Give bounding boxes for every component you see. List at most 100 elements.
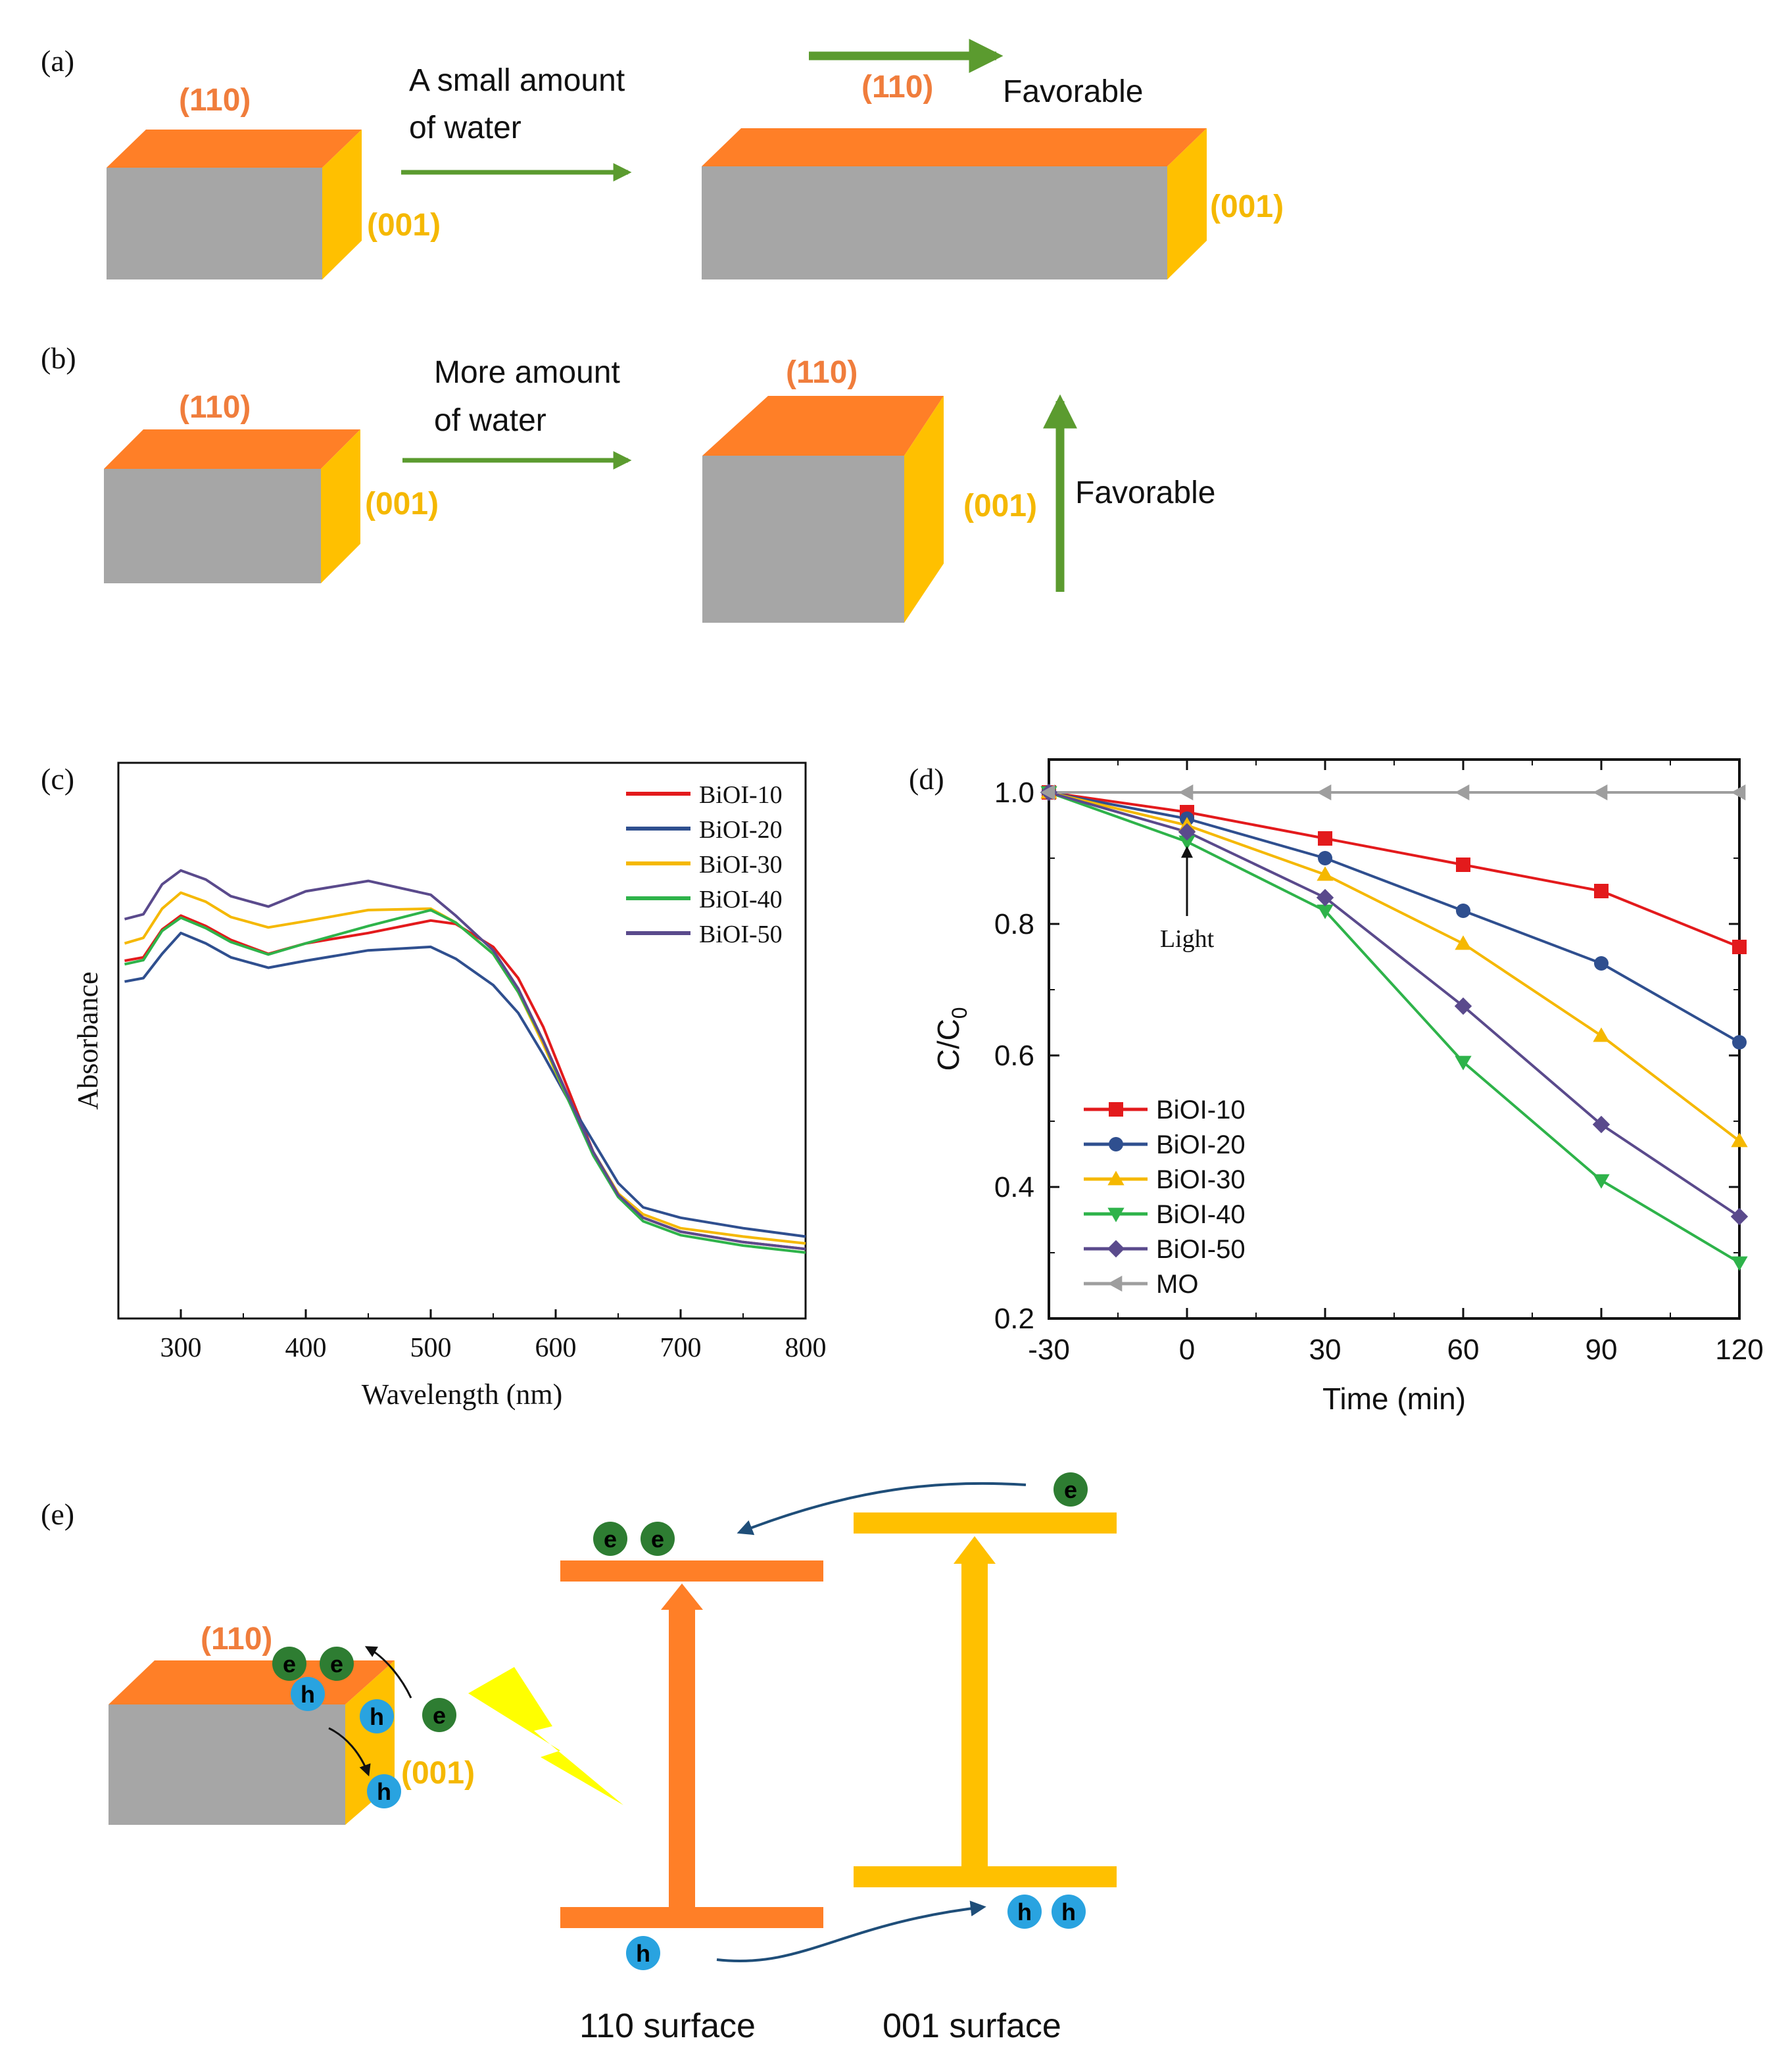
- data-point: [1455, 935, 1472, 950]
- panel-b-letter: (b): [41, 341, 76, 375]
- hole: h: [367, 1774, 401, 1808]
- valence-band-110: [560, 1907, 823, 1928]
- y-tick-label: 0.6: [994, 1040, 1034, 1072]
- side-face: [321, 429, 360, 583]
- electron-label: e: [651, 1526, 664, 1553]
- x-tick-label: 60: [1447, 1334, 1480, 1366]
- x-tick-label: 30: [1309, 1334, 1342, 1366]
- conduction-band-001: [854, 1512, 1117, 1534]
- series-line-bioi-50: [1048, 791, 1741, 1218]
- panel-e-crystal: [109, 1660, 395, 1825]
- panel-a: (a) (110) (001) A small amount of water …: [41, 39, 1284, 279]
- panel-b-arrow-text-2: of water: [434, 403, 546, 438]
- hole-label: h: [301, 1681, 315, 1708]
- data-point: [1594, 884, 1609, 898]
- legend-label: BiOI-10: [1156, 1096, 1246, 1124]
- x-tick-label: 0: [1179, 1334, 1195, 1366]
- band-001: [854, 1512, 1117, 1887]
- data-point: [1316, 888, 1334, 907]
- hole-label: h: [1017, 1898, 1032, 1925]
- electron-label: e: [283, 1651, 296, 1678]
- excitation-arrow-001-shaft: [961, 1562, 988, 1866]
- x-tick-label: 120: [1715, 1334, 1763, 1366]
- data-point: [1593, 1027, 1610, 1042]
- legend-label: BiOI-20: [1156, 1130, 1246, 1159]
- panel-e: (e) (110) (001) e e h h h e: [41, 1472, 1117, 2045]
- y-axis-label: C/C0: [931, 1007, 971, 1071]
- data-point: [1592, 1115, 1610, 1134]
- front-face: [702, 166, 1167, 279]
- top-face: [702, 396, 944, 456]
- side-face: [904, 396, 944, 623]
- panel-a-left-top-label: (110): [179, 83, 251, 118]
- data-point: [1109, 1137, 1123, 1151]
- x-tick-label: -30: [1028, 1334, 1070, 1366]
- panel-e-letter: (e): [41, 1497, 74, 1531]
- data-point: [1731, 1256, 1748, 1271]
- front-face: [107, 168, 322, 279]
- electron: e: [272, 1647, 306, 1681]
- data-point: [1107, 1240, 1125, 1258]
- data-point: [1317, 904, 1334, 919]
- side-face: [322, 130, 362, 279]
- valence-band-001: [854, 1866, 1117, 1887]
- data-point: [1594, 956, 1609, 971]
- hole: h: [291, 1677, 325, 1711]
- hole: h: [1052, 1895, 1086, 1929]
- legend-label: BiOI-40: [699, 886, 783, 913]
- data-point: [1107, 1171, 1125, 1186]
- x-tick-label: 400: [285, 1333, 327, 1363]
- conduction-band-110: [560, 1560, 823, 1582]
- data-point: [1107, 1207, 1125, 1222]
- data-point: [1456, 858, 1470, 872]
- panel-e-top-label: (110): [201, 1622, 272, 1656]
- hole: h: [1007, 1895, 1042, 1929]
- x-tick-label: 800: [785, 1333, 827, 1363]
- excitation-arrow-110-head: [661, 1584, 703, 1610]
- top-face: [104, 429, 360, 469]
- panel-e-side-label: (001): [401, 1756, 475, 1791]
- legend-label: BiOI-10: [699, 781, 783, 809]
- hole-label: h: [1061, 1898, 1076, 1925]
- series-line-bioi-40: [1048, 791, 1741, 1264]
- x-tick-label: 700: [660, 1333, 702, 1363]
- series-line-bioi-20: [1048, 791, 1740, 1044]
- top-face: [107, 130, 362, 168]
- x-axis-label: Time (min): [1322, 1382, 1466, 1416]
- front-face: [109, 1704, 345, 1825]
- panel-b: (b) (110) (001) More amount of water (11…: [41, 341, 1215, 623]
- legend-label: BiOI-50: [1156, 1235, 1246, 1264]
- data-point: [1732, 1035, 1747, 1050]
- data-point: [1731, 1132, 1748, 1148]
- data-point: [1731, 784, 1746, 801]
- x-tick-label: 500: [410, 1333, 452, 1363]
- front-face: [702, 456, 904, 623]
- data-point: [1178, 784, 1194, 801]
- panel-a-left-crystal: [107, 130, 362, 279]
- hole-label: h: [370, 1703, 384, 1730]
- data-point: [1318, 831, 1332, 846]
- band-110: [560, 1560, 823, 1928]
- panel-a-right-side-label: (001): [1210, 189, 1284, 224]
- panel-a-favorable-text: Favorable: [1003, 74, 1143, 109]
- hole-label: h: [636, 1940, 650, 1967]
- panel-b-right-top-label: (110): [786, 355, 858, 390]
- series-line-bioi-50: [124, 869, 806, 1251]
- y-axis-label-subscript: 0: [948, 1007, 971, 1019]
- legend-label: BiOI-50: [699, 921, 783, 948]
- data-point: [1109, 1102, 1123, 1117]
- excitation-arrow-110-shaft: [669, 1608, 695, 1907]
- legend-label: BiOI-40: [1156, 1200, 1246, 1229]
- x-tick-label: 300: [160, 1333, 202, 1363]
- electron-transfer-arrow: [737, 1482, 1027, 1535]
- y-tick-label: 0.4: [994, 1171, 1034, 1203]
- migration-arrow: [364, 1646, 412, 1699]
- electron: e: [320, 1647, 354, 1681]
- hole: h: [626, 1936, 660, 1970]
- panel-a-left-side-label: (001): [367, 208, 441, 243]
- data-point: [1178, 823, 1196, 841]
